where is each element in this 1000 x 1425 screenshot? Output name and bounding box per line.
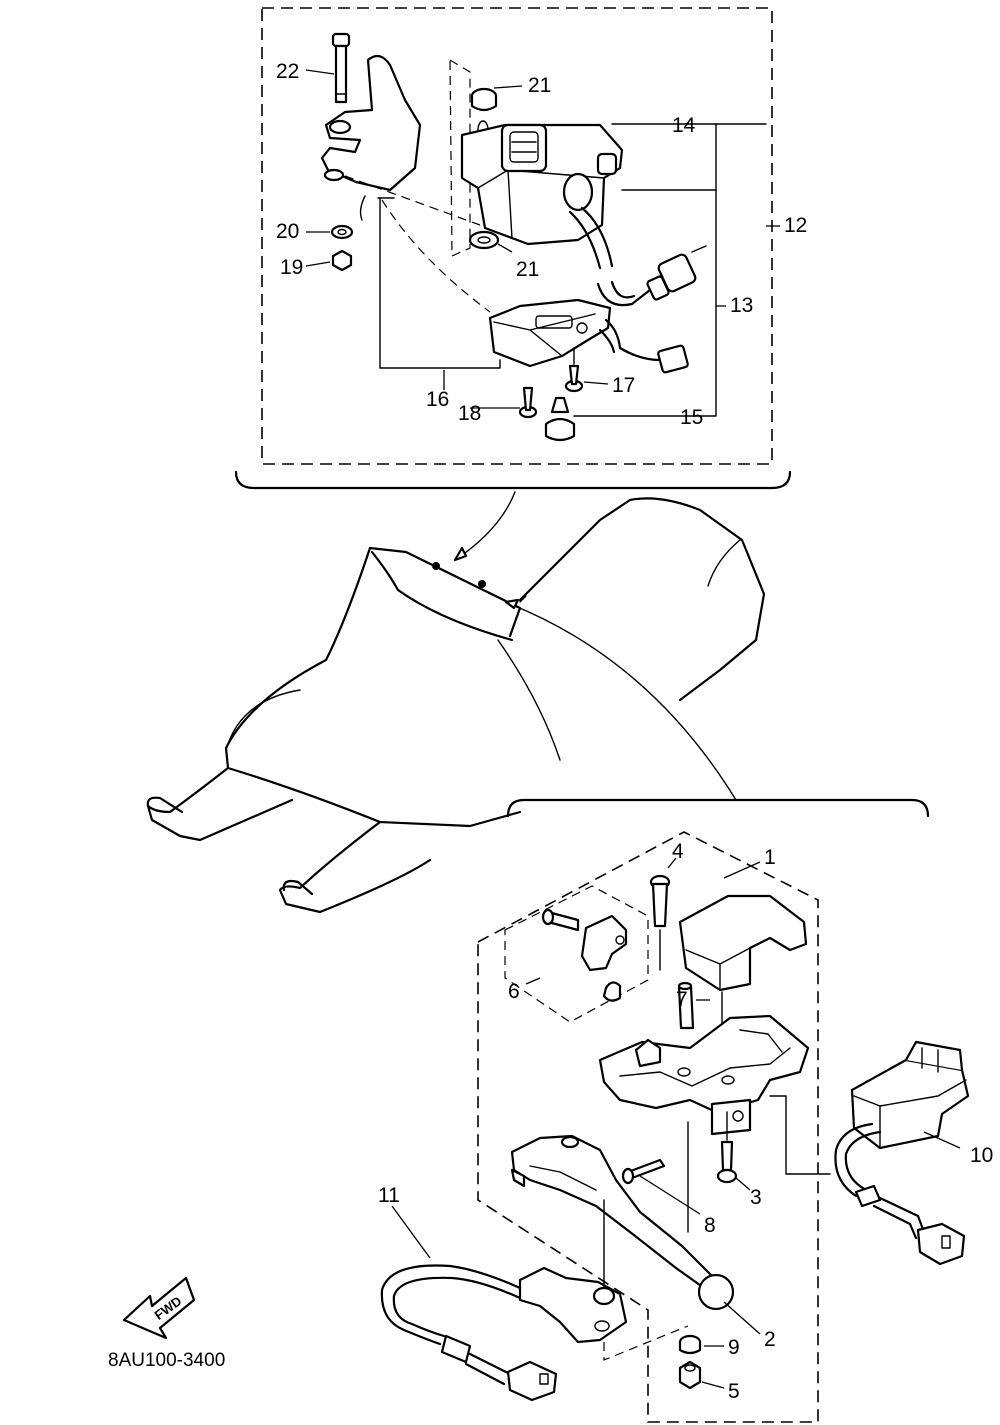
- label-17: 17: [612, 374, 635, 397]
- bolt-15: [544, 396, 576, 442]
- nut-5: [678, 1360, 702, 1390]
- bottom-callout-bracket: [506, 798, 930, 818]
- switch-housing-14: [460, 123, 707, 307]
- top-assembly: [234, 7, 792, 490]
- brake-lever-2: [510, 1134, 735, 1311]
- pin-7: [677, 981, 695, 1030]
- label-15: 15: [680, 406, 703, 429]
- bottom-assembly-box: [477, 831, 819, 1423]
- mount-bracket: [320, 54, 422, 192]
- label-20: 20: [276, 220, 299, 243]
- screw-8: [621, 1158, 666, 1185]
- screw-18: [518, 386, 538, 419]
- bolt-3: [716, 1140, 738, 1184]
- washer-20: [330, 224, 354, 240]
- nut-19: [331, 249, 353, 272]
- leader-lines: [305, 69, 961, 1389]
- label-12: 12: [784, 214, 807, 237]
- label-2: 2: [764, 1328, 776, 1351]
- label-7: 7: [676, 988, 688, 1011]
- label-14: 14: [672, 114, 696, 137]
- label-18: 18: [458, 402, 481, 425]
- label-21-upper: 21: [528, 74, 551, 97]
- fwd-arrow-icon: FWD: [122, 1276, 196, 1340]
- label-8: 8: [704, 1214, 716, 1237]
- label-22: 22: [276, 60, 299, 83]
- label-11: 11: [378, 1184, 400, 1207]
- bolt-4: [649, 874, 671, 928]
- screw-17: [564, 347, 584, 393]
- switch-unit-10: [834, 1040, 970, 1266]
- label-9: 9: [728, 1336, 740, 1359]
- label-5: 5: [728, 1380, 740, 1403]
- washer-9: [678, 1334, 702, 1355]
- label-21-lower: 21: [516, 258, 539, 281]
- lever-holder: [598, 1014, 810, 1136]
- label-1: 1: [764, 846, 776, 869]
- label-16: 16: [426, 388, 449, 411]
- label-4: 4: [672, 840, 684, 863]
- top-assembly-box: [261, 7, 773, 465]
- bolt-22: [331, 32, 351, 104]
- label-19: 19: [280, 256, 303, 279]
- snowmobile-outline: [146, 491, 766, 914]
- label-10: 10: [970, 1144, 993, 1167]
- clamp-6: [541, 908, 628, 1002]
- callout-labels: 22 21 14 12 20 21 19 13 17 16 18 15 1 4 …: [276, 60, 993, 1403]
- brake-switch-11: [380, 1264, 628, 1402]
- label-3: 3: [750, 1186, 762, 1209]
- label-13: 13: [730, 294, 753, 317]
- top-callout-bracket: [234, 470, 792, 490]
- switch-base-16: [488, 298, 689, 374]
- bottom-assembly: [380, 798, 970, 1423]
- label-6: 6: [508, 980, 520, 1003]
- lever-cover: [678, 894, 808, 992]
- diagram-code: 8AU100-3400: [108, 1350, 225, 1371]
- grommet-21-lower: [468, 230, 500, 250]
